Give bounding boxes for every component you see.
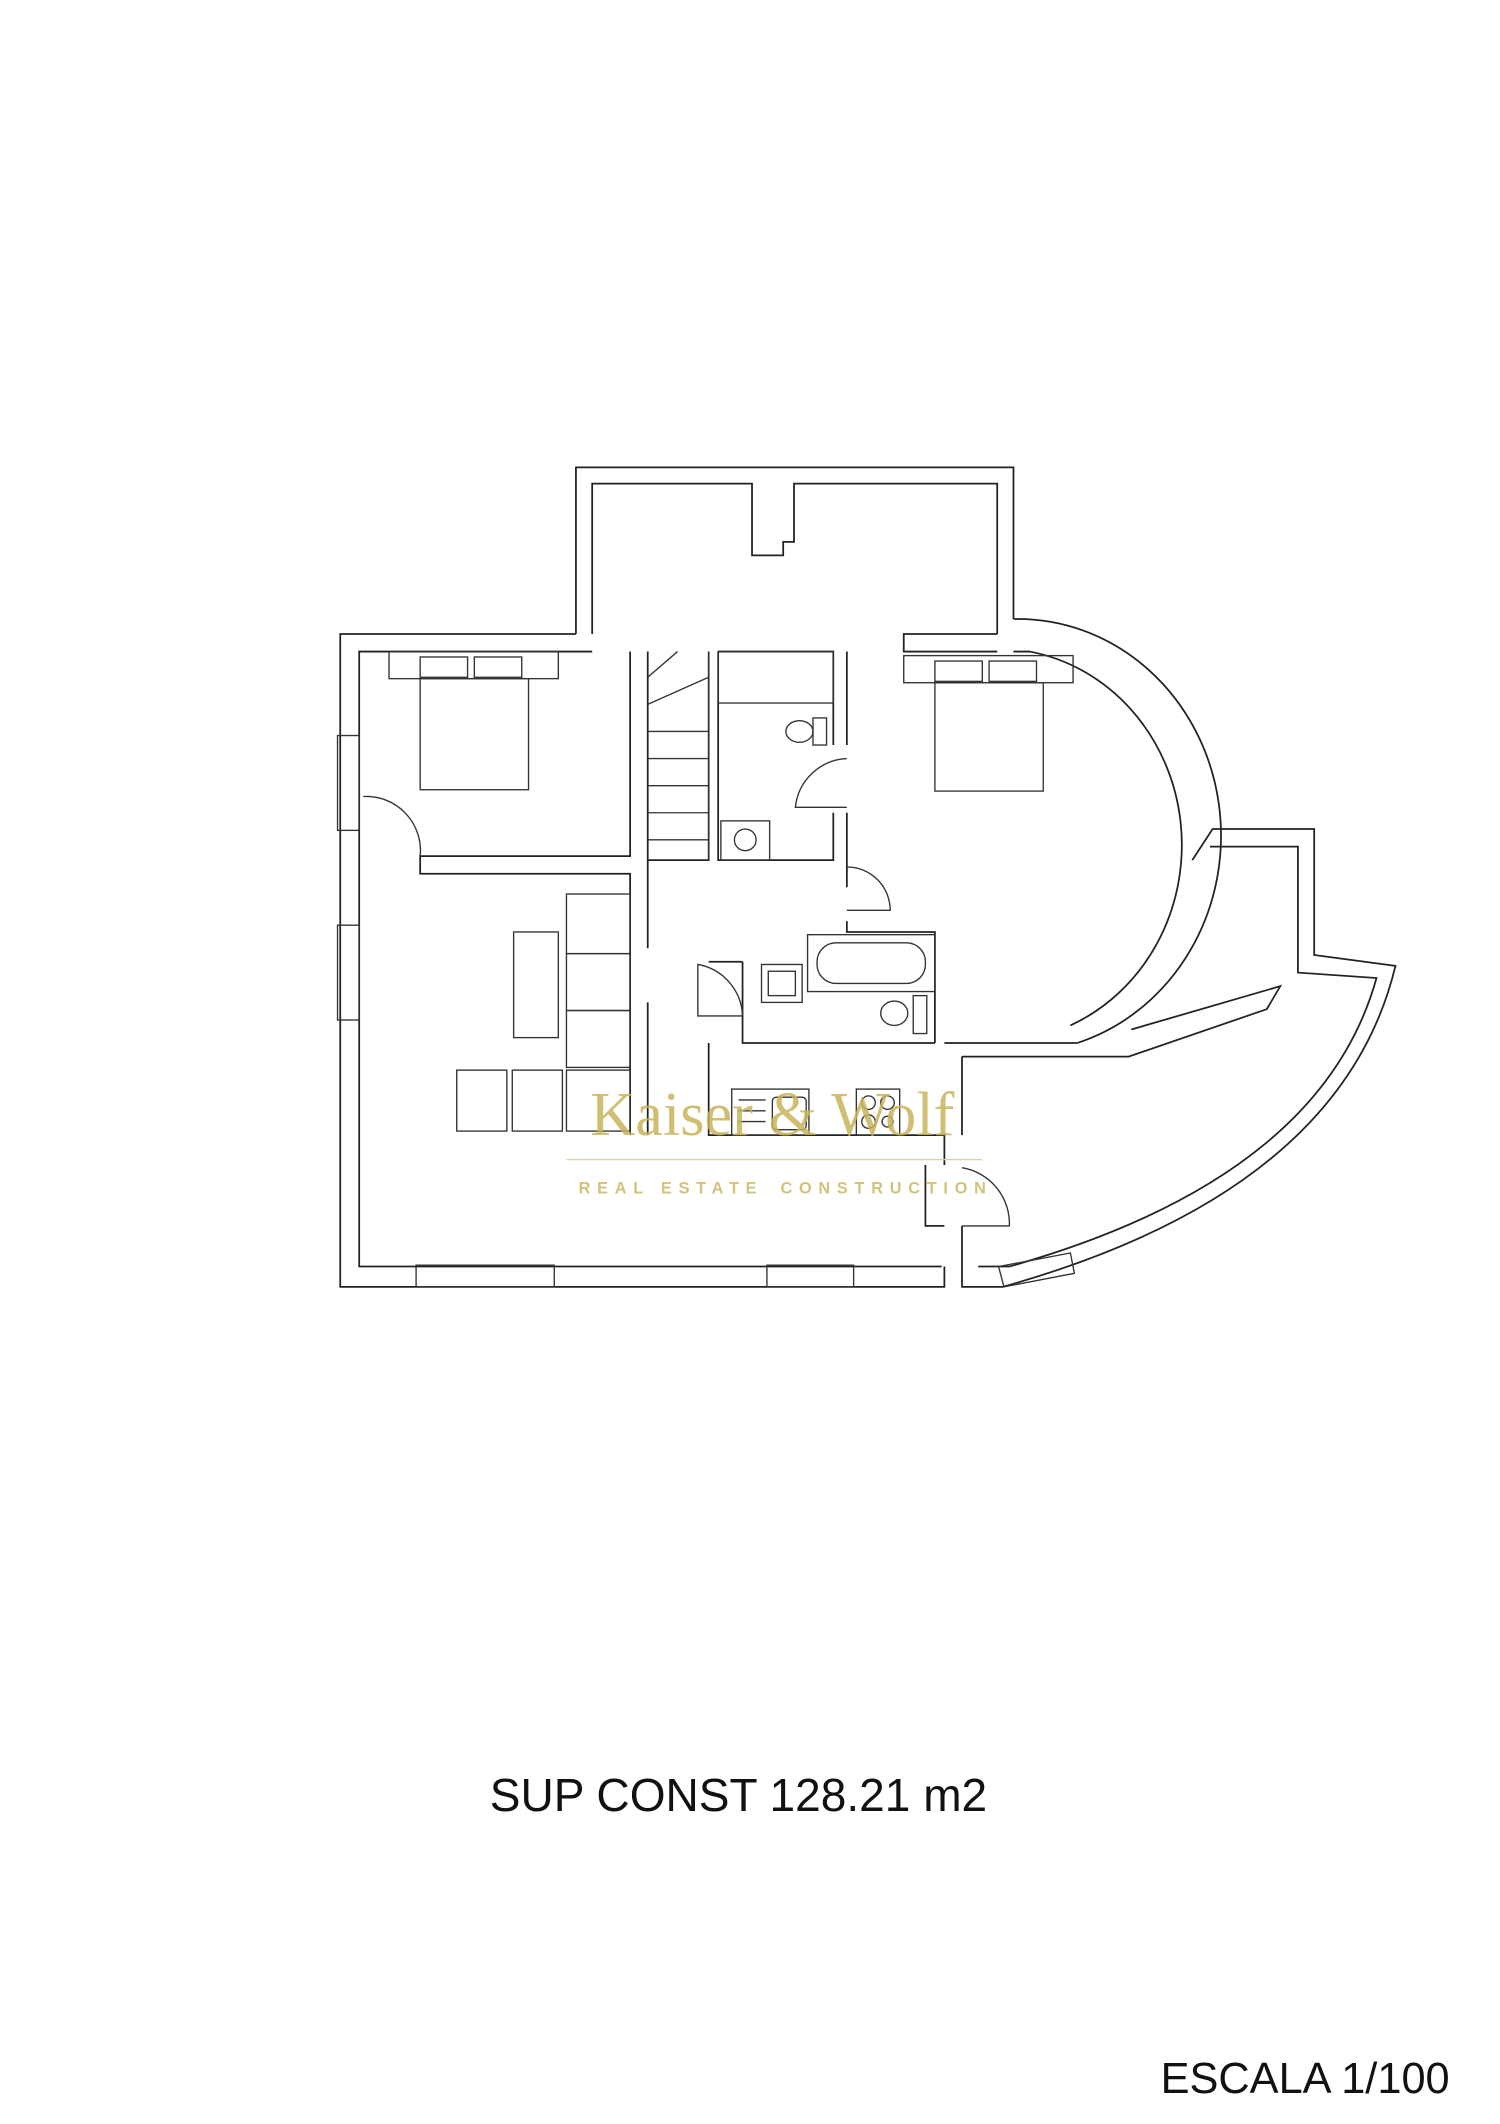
kitchen-counter bbox=[731, 1088, 901, 1136]
bed-left bbox=[388, 650, 560, 791]
scale-label: ESCALA 1/100 bbox=[1161, 2055, 1450, 2103]
doors bbox=[363, 757, 1011, 1227]
staircase bbox=[647, 651, 710, 861]
watermark-tagline-left: REAL ESTATE bbox=[579, 1179, 764, 1197]
living-furniture bbox=[456, 893, 631, 1132]
watermark-logo: Kaiser & Wolf REAL ESTATE CONSTRUCTION bbox=[566, 1080, 992, 1197]
bathroom-fixtures bbox=[717, 650, 936, 1035]
top-room bbox=[575, 466, 1015, 634]
surface-label: SUP CONST 128.21 m2 bbox=[490, 1769, 987, 1821]
watermark-tagline-right: CONSTRUCTION bbox=[780, 1179, 992, 1197]
windows bbox=[336, 734, 1076, 1288]
watermark-brand: Kaiser & Wolf bbox=[590, 1080, 954, 1149]
bed-right bbox=[903, 654, 1074, 792]
